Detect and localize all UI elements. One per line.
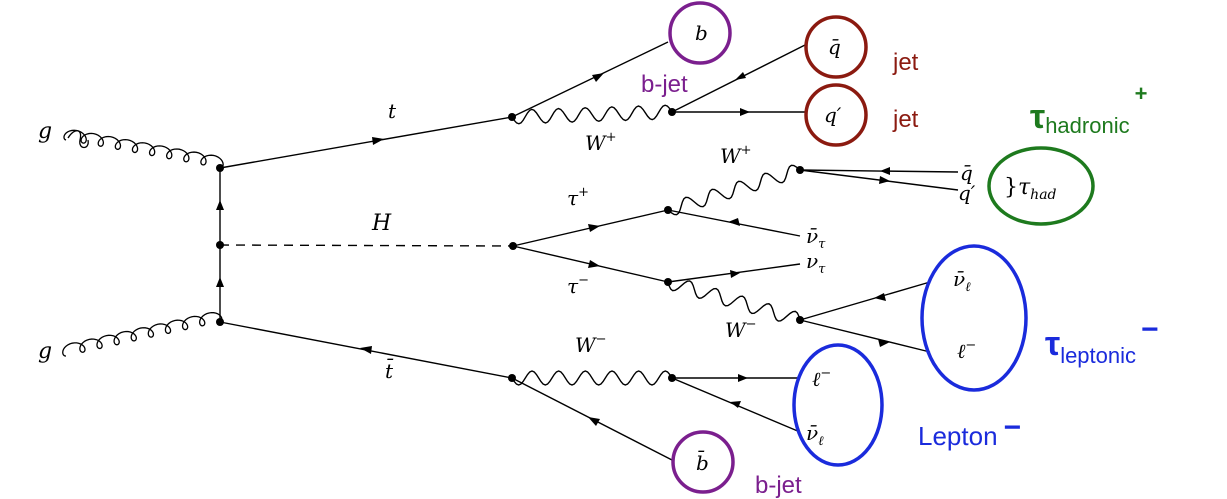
w-plus-tau-wave bbox=[667, 164, 801, 216]
label-nu-tau: ντ bbox=[806, 249, 826, 277]
arrow-bbar bbox=[588, 417, 600, 426]
vertex bbox=[664, 278, 672, 286]
vertex bbox=[216, 164, 224, 172]
vertex bbox=[216, 241, 224, 249]
higgs-line bbox=[219, 244, 514, 247]
arrow-l-minus-top bbox=[878, 339, 890, 347]
top-quark-line bbox=[219, 116, 513, 169]
annotation-lepton: Lepton− bbox=[918, 411, 1021, 451]
arrow-qprime-top bbox=[740, 108, 750, 116]
lepton-ellipse bbox=[792, 343, 884, 467]
arrow-top-quark bbox=[372, 137, 384, 145]
nubar-l-top-line bbox=[799, 281, 931, 321]
label-top-quark: t bbox=[388, 99, 397, 123]
arrow-b-top bbox=[592, 73, 604, 82]
arrow-qbar-tau bbox=[880, 167, 890, 175]
arrow-nubar-tau bbox=[728, 218, 740, 226]
tau-leptonic-ellipse bbox=[920, 244, 1028, 392]
w-plus-top-wave bbox=[511, 104, 673, 125]
label-tau-had: }τhad bbox=[1004, 175, 1057, 203]
bjet-top-circle bbox=[668, 1, 732, 65]
label-qprime-top: q′ bbox=[824, 103, 842, 127]
jet1-circle bbox=[804, 15, 868, 79]
vertex bbox=[508, 374, 516, 382]
tau-had-ellipse bbox=[987, 146, 1095, 226]
arrow-antitop bbox=[360, 346, 372, 354]
label-qbar-top: q̄ bbox=[828, 35, 841, 59]
label-bbar: b̄ bbox=[696, 450, 709, 475]
vertex bbox=[508, 113, 516, 121]
b-quark-top-line bbox=[511, 41, 669, 118]
arrow-prop-lower bbox=[216, 277, 224, 287]
w-minus-tau-wave bbox=[667, 280, 801, 322]
vertex bbox=[216, 318, 224, 326]
label-gluon-top: g bbox=[38, 119, 52, 144]
label-w-minus-bottom: W− bbox=[575, 332, 606, 357]
label-higgs: H bbox=[371, 211, 392, 236]
annotation-bjet-bottom: b-jet bbox=[755, 472, 802, 499]
vertex bbox=[509, 242, 517, 250]
label-w-minus-tau: W− bbox=[725, 317, 756, 342]
label-l-minus-bottom: ℓ− bbox=[812, 366, 831, 391]
qbar-tau-line bbox=[799, 169, 959, 173]
gluon-bottom-coils bbox=[62, 311, 223, 357]
label-tau-minus: τ− bbox=[567, 273, 589, 298]
annotation-jet2: jet bbox=[892, 106, 919, 133]
bjet-bottom-circle bbox=[671, 430, 735, 494]
arrow-l-minus-bottom bbox=[738, 374, 748, 382]
vertex bbox=[796, 166, 804, 174]
vertex bbox=[796, 316, 804, 324]
jet2-circle bbox=[804, 83, 868, 147]
label-nubar-l-bottom: ν̄ℓ bbox=[806, 421, 824, 449]
label-qprime-tau: q′ bbox=[958, 181, 976, 205]
w-minus-bottom-wave bbox=[511, 370, 673, 386]
annotation-bjet-top: b-jet bbox=[641, 71, 688, 98]
qprime-tau-line bbox=[799, 169, 959, 191]
label-nubar-tau: ν̄τ bbox=[806, 224, 826, 252]
vertex bbox=[668, 374, 676, 382]
arrow-nubar-l-top bbox=[874, 293, 886, 301]
annotation-jet1: jet bbox=[892, 49, 919, 76]
label-w-plus-tau: W+ bbox=[720, 143, 751, 168]
gluon-top-coils bbox=[63, 129, 224, 169]
gluon-top bbox=[67, 130, 89, 149]
label-nubar-l-top: ν̄ℓ bbox=[953, 267, 971, 295]
arrow-tau-minus bbox=[588, 260, 600, 268]
arrow-qprime-tau bbox=[879, 176, 890, 184]
label-w-plus-top: W+ bbox=[585, 130, 616, 155]
label-l-minus-top: ℓ− bbox=[957, 338, 976, 363]
arrow-nubar-l-bottom bbox=[730, 401, 741, 408]
arrow-tau-plus bbox=[588, 224, 600, 232]
arrow-nu-tau bbox=[730, 270, 740, 278]
label-tau-plus: τ+ bbox=[567, 185, 589, 210]
label-b-top: b bbox=[695, 21, 708, 45]
label-qbar-tau: q̄ bbox=[960, 161, 973, 185]
annotation-tau-hadronic: τhadronic+ bbox=[1030, 81, 1147, 138]
arrow-prop-upper bbox=[216, 200, 224, 210]
vertex bbox=[664, 206, 672, 214]
l-minus-top-line bbox=[799, 319, 931, 353]
label-gluon-bottom: g bbox=[38, 339, 52, 364]
vertex bbox=[668, 108, 676, 116]
arrow-qbar-top bbox=[735, 72, 746, 80]
label-antitop: t̄ bbox=[385, 358, 394, 383]
annotation-tau-leptonic: τleptonic− bbox=[1045, 313, 1159, 368]
